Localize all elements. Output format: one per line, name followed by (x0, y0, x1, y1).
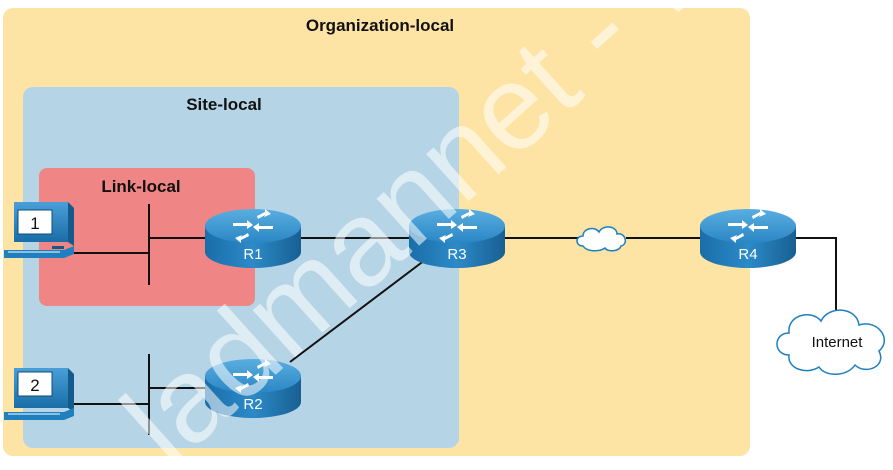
network-links (68, 204, 837, 435)
link-local-label: Link-local (101, 177, 180, 196)
router-r2-label: R2 (243, 396, 262, 413)
internet-label: Internet (812, 334, 864, 351)
router-r4-label: R4 (738, 246, 757, 263)
router-r1[interactable]: R1 (205, 209, 301, 268)
router-r2[interactable]: R2 (205, 359, 301, 418)
internet-cloud-icon (776, 309, 886, 375)
r4-to-internet (796, 237, 837, 312)
router-r1-label: R1 (243, 246, 262, 263)
site-local-label: Site-local (186, 95, 262, 114)
router-r4[interactable]: R4 (700, 209, 796, 268)
organization-local-label: Organization-local (306, 16, 454, 35)
pc-2-icon[interactable]: 2 (4, 368, 74, 420)
pc-1-label: 1 (30, 214, 39, 233)
wan-cloud-icon (576, 226, 627, 252)
pc-2-label: 2 (30, 376, 39, 395)
r2-to-r3 (289, 259, 426, 363)
router-r3[interactable]: R3 (409, 209, 505, 268)
pc-1-icon[interactable]: 1 (4, 202, 74, 258)
router-r3-label: R3 (447, 246, 466, 263)
link-local-zone (39, 168, 255, 306)
